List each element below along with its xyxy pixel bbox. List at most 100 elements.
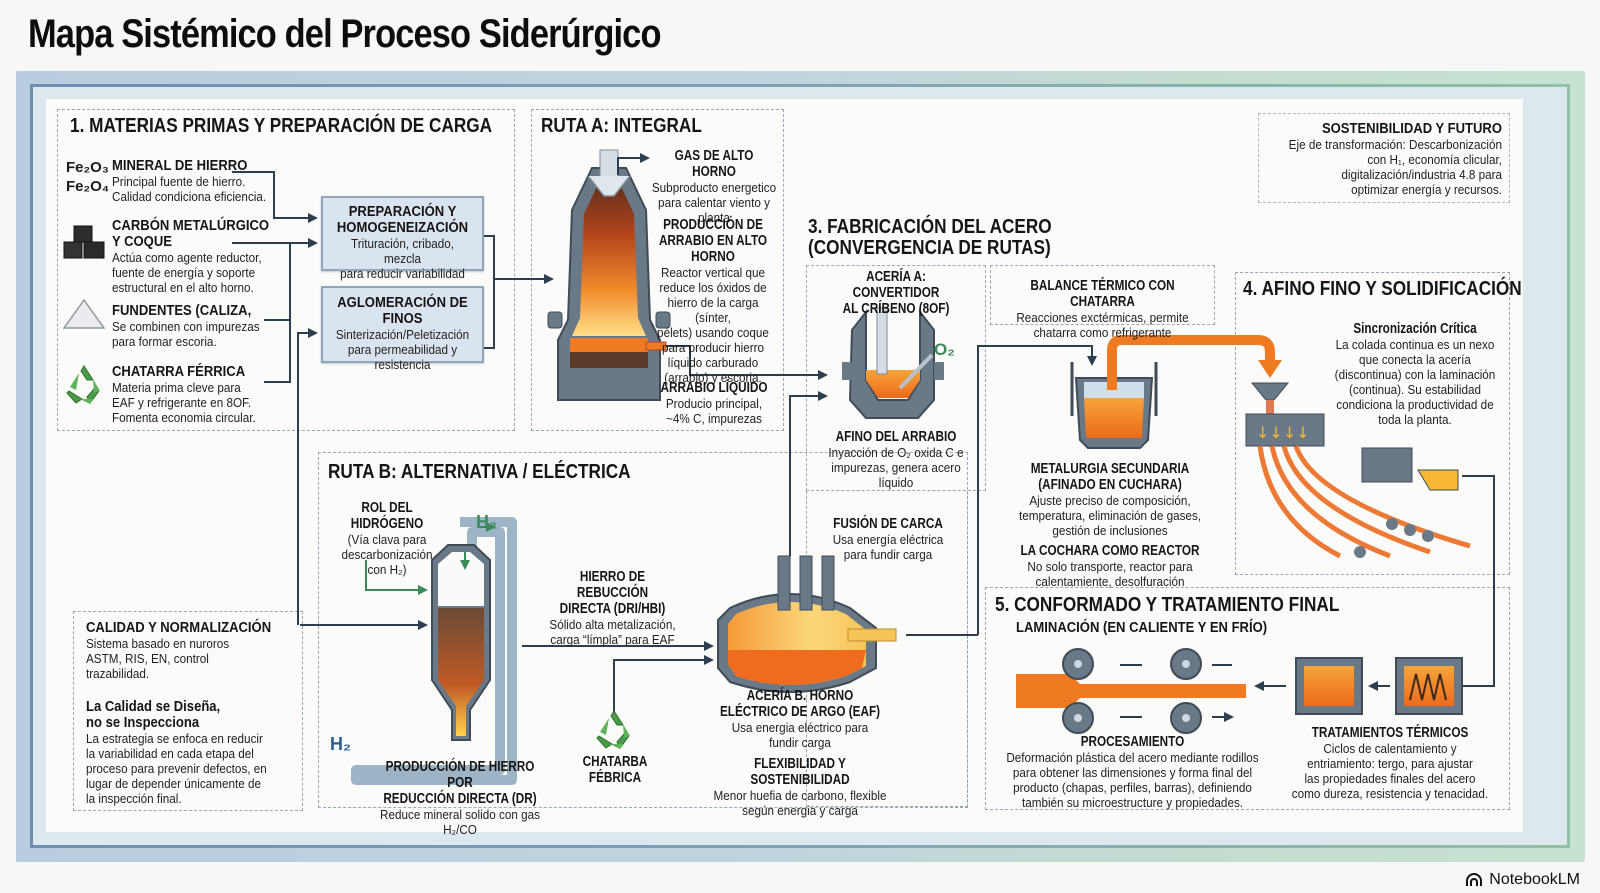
- fluxes-title: FUNDENTES (CALIZA,: [112, 303, 252, 319]
- secondary-line: temperatura, eliminación de gases,: [1018, 508, 1202, 523]
- quality-border: [73, 611, 303, 811]
- notebooklm-logo-icon: [1466, 873, 1483, 886]
- agglomeration-line: resistencia: [374, 357, 431, 372]
- production-line: pélets) usando coque: [657, 325, 769, 340]
- ruta-a-border: [531, 109, 784, 431]
- sync-line: (discontinua) con la laminación: [1334, 367, 1496, 382]
- thermal-title: TRATAMIENTOS TÉRMICOS: [1311, 725, 1469, 741]
- processing-line: también su microestructure y propiedades…: [1021, 795, 1244, 810]
- hydrogen-role: ROL DEL HIDRÓGENO (Vía clava para descar…: [329, 500, 446, 577]
- sync-line: que conecta la acería: [1359, 352, 1471, 367]
- secondary-title-line: (AFINADO EN CUCHARA): [1038, 477, 1182, 493]
- ladle-line: No solo transporte, reactor para: [1027, 559, 1193, 574]
- fusion-title: FUSIÓN DE CARCA: [833, 516, 943, 532]
- coal-line: estructural en el alto horno.: [112, 280, 254, 295]
- production-line: para producir hierro: [661, 340, 765, 355]
- sustainability-note: SOSTENIBILIDAD Y FUTURO Eje de transform…: [1286, 121, 1502, 197]
- eaf-line: fundir carga: [769, 735, 831, 750]
- coal-title-2: Y COQUE: [112, 234, 172, 250]
- page-title: Mapa Sistémico del Proceso Siderúrgico: [28, 12, 661, 56]
- sync-line: (continua). Su estabilidad: [1348, 382, 1482, 397]
- secondary-line: Ajuste preciso de composición,: [1029, 493, 1191, 508]
- quality-line: Sistema basado en nuroros: [86, 636, 230, 651]
- dr-line: Reduce mineral solido con gas H₂/CO: [379, 807, 541, 837]
- critical-sync: Sincronización Crítica La colada continu…: [1330, 321, 1501, 427]
- balance-line: Reacciones exctérmicas, permite: [1016, 310, 1189, 325]
- gas-line: para calentar viento y: [658, 195, 770, 210]
- sustainability-line: optimizar energía y recursos.: [1351, 182, 1502, 197]
- sustainability-title: SOSTENIBILIDAD Y FUTURO: [1321, 121, 1502, 137]
- bof-title-line: ACERÍA A: CONVERTIDOR: [852, 269, 940, 301]
- secondary-line: gestión de inclusiones: [1052, 523, 1168, 538]
- iron-ore-line: Principal fuente de hierro.: [112, 174, 246, 189]
- iron-ore-formula-icon: Fe₂O₃ Fe₂O₄: [66, 158, 109, 196]
- ruta-b-title: RUTA B: ALTERNATIVA / ELÉCTRICA: [328, 461, 631, 483]
- dr-title-line: REDUCCIÓN DIRECTA (DR): [383, 791, 537, 807]
- section5-border: [985, 587, 1510, 810]
- ruta-a-title: RUTA A: INTEGRAL: [541, 115, 702, 137]
- quality-line: trazabilidad.: [86, 666, 150, 681]
- thermal-line: las propiedades finales del acero: [1304, 771, 1476, 786]
- sync-line: toda la planta.: [1378, 412, 1452, 427]
- gas-line: Subproducto energetico: [651, 180, 777, 195]
- thermal-line: entriamiento: tergo, para ajustar: [1307, 756, 1473, 771]
- liquid-line: ~4% C, impurezas: [666, 411, 762, 426]
- section3-title-line: (CONVERGENCIA DE RUTAS): [808, 237, 1051, 259]
- gas-line: planta: [698, 210, 730, 225]
- quality-body-line: la inspección final.: [86, 791, 182, 806]
- production-title: PRODUCCIÓN DE: [663, 217, 763, 233]
- production-line: (arrabio) y escoria.: [664, 370, 762, 385]
- scrap-line: EAF y refrigerante en 8OF.: [112, 395, 252, 410]
- notebooklm-badge: NotebookLM: [1459, 869, 1586, 891]
- sustainability-line: Eje de transformación: Descarbonización: [1288, 137, 1502, 152]
- raw-material-coal: CARBÓN METALÚRGICO Y COQUE Actúa como ag…: [112, 218, 292, 295]
- processing-line: producto (chapas, perfiles, barras), def…: [1013, 780, 1252, 795]
- bof-title-line: AL CRÍBENO (8OF): [842, 301, 950, 317]
- bof-label: ACERÍA A: CONVERTIDOR AL CRÍBENO (8OF): [815, 269, 977, 317]
- fluxes-line: Se combinen con impurezas: [112, 319, 260, 334]
- sustainability-line: digitalización/industria 4.8 para: [1341, 167, 1502, 182]
- hydrogen-role-line: (Vía clava para: [347, 532, 427, 547]
- agglomeration-line: para permeabilidad y: [347, 342, 458, 357]
- scrap-feed-title-line: CHATARBA: [582, 754, 648, 770]
- fusion-line: para fundir carga: [843, 547, 933, 562]
- raw-material-iron-ore: MINERAL DE HIERRO Principal fuente de hi…: [112, 158, 292, 204]
- quality-body-line: La estrategia se enfoca en reducir: [86, 731, 263, 746]
- afino-title: AFINO DEL ARRABIO: [835, 429, 957, 445]
- production-line: líquido carburado: [667, 355, 759, 370]
- thermal-line: como dureza, resistencia y tenacidad.: [1291, 786, 1489, 801]
- processing-line: Deformación plástica del acero mediante …: [1006, 750, 1259, 765]
- heat-treatments: TRATAMIENTOS TÉRMICOS Ciclos de calentam…: [1291, 725, 1489, 801]
- dri-line: Sólido alta metalización,: [549, 617, 676, 632]
- liquid-title: ARRABIO LÍQUIDO: [660, 380, 768, 396]
- sync-title: Sincronización Crítica: [1353, 321, 1477, 337]
- iron-ore-title: MINERAL DE HIERRO: [112, 158, 248, 174]
- production-line: reduce los óxidos de: [659, 280, 767, 295]
- quality-subtitle-line: no se Inspecciona: [86, 715, 200, 731]
- scrap-title: CHATARRA FÉRRICA: [112, 364, 246, 380]
- afino-line: líquido: [878, 475, 914, 490]
- h2-top-label: H₂: [476, 512, 497, 532]
- production-line: hierro de la carga (sínter,: [667, 295, 759, 325]
- coal-line: fuente de energía y soporte: [112, 265, 256, 280]
- quality-subtitle-line: La Calidad se Diseña,: [86, 699, 221, 715]
- production-title: ARRABIO EN ALTO: [658, 233, 768, 249]
- eaf-steelmaking: ACERÍA B. HORNO ELÉCTRICO DE ARGO (EAF) …: [710, 688, 890, 818]
- scrap-feed: CHATARBA FÉBRICA: [575, 754, 656, 786]
- preparation-line: para reducir variabilidad: [340, 266, 465, 281]
- afino-line: impurezas, genera acero: [831, 460, 961, 475]
- secondary-title-line: METALURGIA SECUNDARIA: [1030, 461, 1190, 477]
- preparation-title-2: HOMOGENEIZACIÓN: [336, 220, 469, 236]
- rolling-subtitle: LAMINACIÓN (EN CALIENTE Y EN FRÍO): [1016, 620, 1268, 636]
- quality-body-line: lugar de depender únicamente de: [86, 776, 261, 791]
- scrap-line: Fomenta economia circular.: [112, 410, 256, 425]
- balance-title: BALANCE TÉRMICO CON CHATARRA: [1030, 278, 1175, 310]
- hydrogen-role-line: descarbonización: [341, 547, 433, 562]
- section3-title: 3. FABRICACIÓN DEL ACERO (CONVERGENCIA D…: [808, 217, 1052, 259]
- charge-melting: FUSIÓN DE CARCA Usa energía eléctrica pa…: [827, 516, 949, 562]
- sustainability-border: [1258, 113, 1510, 203]
- ladle-line: calentamiente, desolfuración: [1035, 574, 1185, 589]
- dri-product: HIERRO DE REBUCCIÓN DIRECTA (DRI/HBI) Só…: [538, 569, 687, 647]
- secondary-metallurgy: METALURGIA SECUNDARIA (AFINADO EN CUCHAR…: [1007, 461, 1214, 589]
- flex-line: Menor huefia de carbono, flexible: [713, 788, 887, 803]
